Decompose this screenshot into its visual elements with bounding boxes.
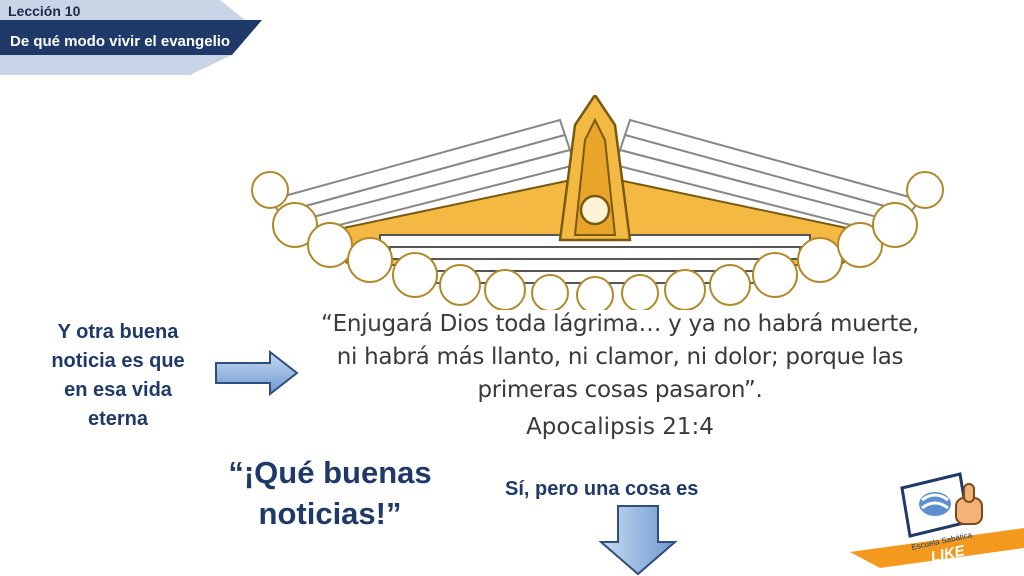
school-logo: Escuela Sabática LIKE [850,472,1024,568]
good-news-quote: “¡Qué buenas noticias!” [228,455,432,531]
verse-line: ni habrá más llanto, ni clamor, ni dolor… [336,344,904,370]
heaven-gate-clouds-icon [251,95,944,310]
arrow-down-icon [598,505,678,576]
verse-line: primeras cosas pasaron”. [477,377,763,403]
side-text: Y otra buena noticia es que en esa vida … [51,321,185,430]
yes-but-text: Sí, pero una cosa es [505,478,699,500]
logo-like-text: LIKE [929,542,967,566]
bible-verse: “Enjugará Dios toda lágrima… y ya no hab… [300,308,940,445]
header-band [0,0,262,75]
lesson-title: De qué modo vivir el evangelio [10,33,231,50]
verse-reference: Apocalipsis 21:4 [526,414,714,440]
book-icon [900,472,970,538]
lesson-label: Lección 10 [8,3,81,19]
logo-orange-band [850,528,1024,568]
thumbs-up-icon [955,483,983,525]
verse-line: “Enjugará Dios toda lágrima… y ya no hab… [321,311,919,337]
arrow-right-icon [215,350,299,396]
